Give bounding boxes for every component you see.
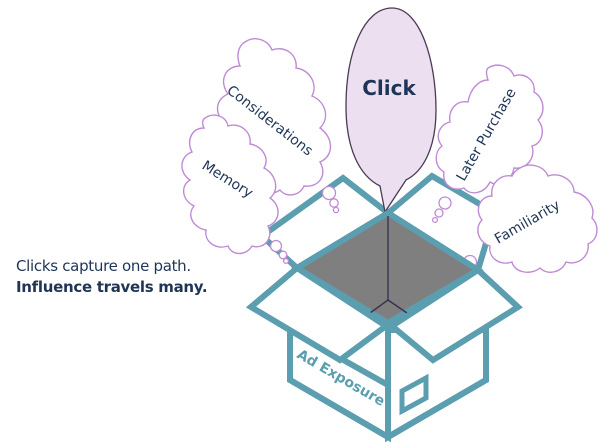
box-left-face bbox=[287, 332, 390, 440]
box-label-icon bbox=[399, 373, 429, 416]
caption: Clicks capture one path. Influence trave… bbox=[16, 256, 208, 298]
box-front-left-flap bbox=[245, 264, 392, 364]
caption-line-2: Influence travels many. bbox=[16, 278, 208, 296]
cloud-later-purchase bbox=[431, 64, 544, 224]
box-interior bbox=[291, 209, 484, 327]
box-front-right-flap bbox=[386, 266, 523, 364]
click-label: Click bbox=[362, 76, 416, 100]
caption-line-1: Clicks capture one path. bbox=[16, 257, 191, 275]
box-right-face bbox=[386, 332, 489, 440]
cloud-memory bbox=[181, 114, 290, 265]
